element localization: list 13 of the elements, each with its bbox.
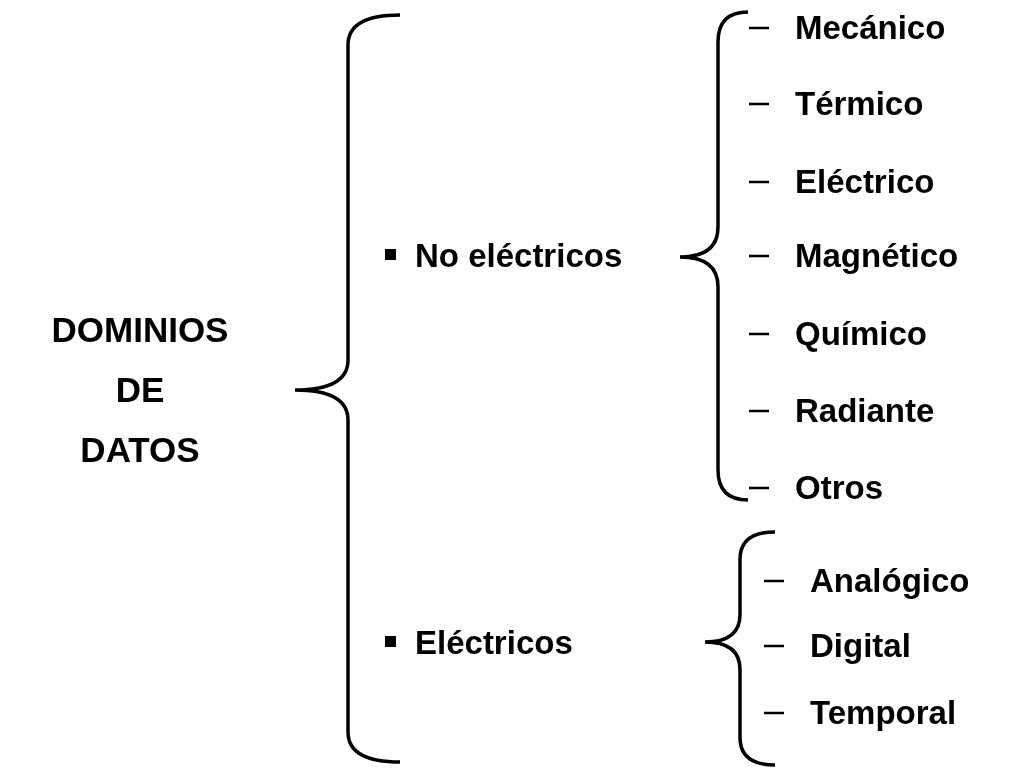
category-label: Digital [810,625,911,665]
category-label: Analógico [810,560,970,600]
category-label: Radiante [795,390,935,430]
category-label: No eléctricos [415,235,623,275]
category-label: Eléctricos [415,622,573,662]
category-label: Químico [795,313,928,353]
category-label: Otros [795,467,883,507]
category-label: Temporal [810,692,957,732]
category-label: Magnético [795,235,959,275]
category-label: DOMINIOS DE DATOS [20,300,260,480]
category-label: Eléctrico [795,161,935,201]
category-label: Térmico [795,83,924,123]
category-label: Mecánico [795,7,946,47]
